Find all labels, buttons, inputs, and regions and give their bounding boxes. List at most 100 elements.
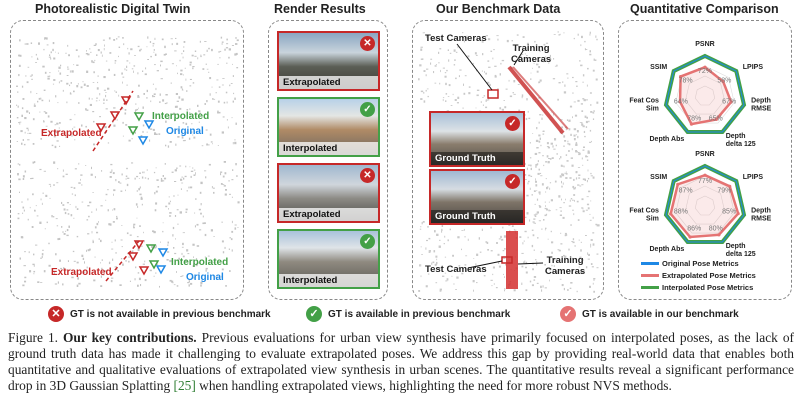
point-cloud-dot	[59, 145, 61, 147]
point-cloud-dot	[554, 258, 556, 261]
point-cloud-dot	[140, 197, 143, 200]
point-cloud-dot	[580, 241, 582, 243]
point-cloud-dot	[153, 231, 156, 234]
point-cloud-dot	[123, 43, 125, 46]
point-cloud-dot	[490, 250, 493, 252]
point-cloud-dot	[82, 81, 84, 83]
point-cloud-dot	[526, 194, 529, 197]
point-cloud-dot	[160, 64, 161, 67]
point-cloud-dot	[234, 227, 237, 230]
point-cloud-dot	[85, 53, 88, 55]
point-cloud-dot	[52, 48, 54, 52]
point-cloud-dot	[176, 285, 179, 287]
point-cloud-dot	[590, 172, 592, 175]
camera-icon	[138, 266, 150, 276]
point-cloud-scene	[16, 36, 240, 288]
point-cloud-dot	[124, 109, 127, 111]
point-cloud-dot	[545, 205, 546, 207]
panel-title-render-results: Render Results	[274, 2, 366, 16]
point-cloud-dot	[220, 171, 223, 173]
point-cloud-dot	[185, 78, 187, 81]
check-icon: ✓	[560, 306, 576, 322]
camera-icon	[143, 120, 155, 130]
point-cloud-dot	[588, 253, 590, 256]
point-cloud-dot	[130, 48, 133, 51]
point-cloud-dot	[425, 247, 427, 250]
point-cloud-dot	[184, 67, 186, 69]
point-cloud-dot	[51, 215, 53, 218]
point-cloud-dot	[171, 171, 174, 173]
point-cloud-dot	[504, 290, 505, 292]
point-cloud-dot	[71, 276, 74, 279]
point-cloud-dot	[105, 108, 108, 110]
point-cloud-dot	[150, 100, 152, 103]
point-cloud-dot	[573, 134, 576, 137]
point-cloud-dot	[231, 179, 234, 181]
point-cloud-dot	[589, 285, 591, 288]
point-cloud-dot	[35, 62, 37, 63]
point-cloud-dot	[484, 70, 485, 73]
point-cloud-dot	[41, 253, 44, 256]
point-cloud-dot	[128, 52, 130, 55]
point-cloud-dot	[527, 110, 529, 113]
point-cloud-dot	[228, 48, 231, 51]
caption-ref-link[interactable]: [25]	[173, 378, 196, 393]
point-cloud-dot	[129, 234, 132, 236]
point-cloud-dot	[58, 127, 60, 129]
label-interpolated-top: Interpolated	[152, 111, 210, 122]
point-cloud-dot	[561, 180, 562, 184]
point-cloud-dot	[497, 88, 499, 90]
point-cloud-dot	[22, 175, 25, 178]
point-cloud-dot	[74, 168, 77, 170]
point-cloud-dot	[118, 94, 120, 97]
point-cloud-dot	[129, 62, 131, 64]
point-cloud-dot	[160, 78, 163, 80]
point-cloud-dot	[420, 48, 423, 51]
point-cloud-dot	[590, 175, 593, 177]
point-cloud-dot	[582, 81, 584, 83]
point-cloud-dot	[160, 241, 161, 243]
point-cloud-dot	[468, 92, 471, 95]
point-cloud-dot	[96, 87, 99, 90]
point-cloud-dot	[441, 228, 443, 231]
point-cloud-dot	[125, 260, 127, 262]
point-cloud-dot	[19, 54, 22, 57]
point-cloud-dot	[456, 38, 458, 41]
point-cloud-dot	[21, 107, 24, 110]
point-cloud-dot	[206, 49, 208, 52]
point-cloud-dot	[588, 190, 591, 193]
point-cloud-dot	[538, 81, 541, 84]
point-cloud-dot	[218, 51, 221, 53]
point-cloud-dot	[23, 143, 26, 146]
point-cloud-dot	[509, 95, 513, 98]
point-cloud-dot	[504, 288, 506, 290]
point-cloud-dot	[451, 275, 453, 277]
point-cloud-dot	[558, 195, 561, 198]
point-cloud-dot	[111, 241, 113, 243]
point-cloud-dot	[513, 80, 516, 83]
point-cloud-dot	[182, 74, 184, 76]
point-cloud-dot	[428, 250, 431, 252]
radar-grid-ring	[685, 75, 725, 115]
point-cloud-dot	[581, 198, 584, 201]
point-cloud-dot	[192, 82, 195, 84]
point-cloud-dot	[81, 124, 83, 127]
radar-series-extrapolated	[669, 173, 740, 239]
figure-caption: Figure 1. Our key contributions. Previou…	[8, 330, 794, 394]
point-cloud-dot	[541, 228, 543, 230]
point-cloud-dot	[205, 63, 207, 65]
point-cloud-dot	[592, 216, 594, 219]
point-cloud-dot	[190, 170, 194, 172]
point-cloud-dot	[538, 82, 540, 84]
point-cloud-dot	[126, 65, 128, 68]
point-cloud-dot	[525, 271, 528, 274]
point-cloud-dot	[154, 192, 156, 195]
radar-point	[703, 65, 707, 69]
point-cloud-dot	[445, 82, 447, 86]
point-cloud-dot	[121, 246, 123, 248]
point-cloud-dot	[221, 41, 224, 43]
point-cloud-dot	[53, 57, 56, 60]
point-cloud-dot	[556, 153, 558, 155]
legend-green-check-text: GT is available in previous benchmark	[328, 308, 511, 320]
